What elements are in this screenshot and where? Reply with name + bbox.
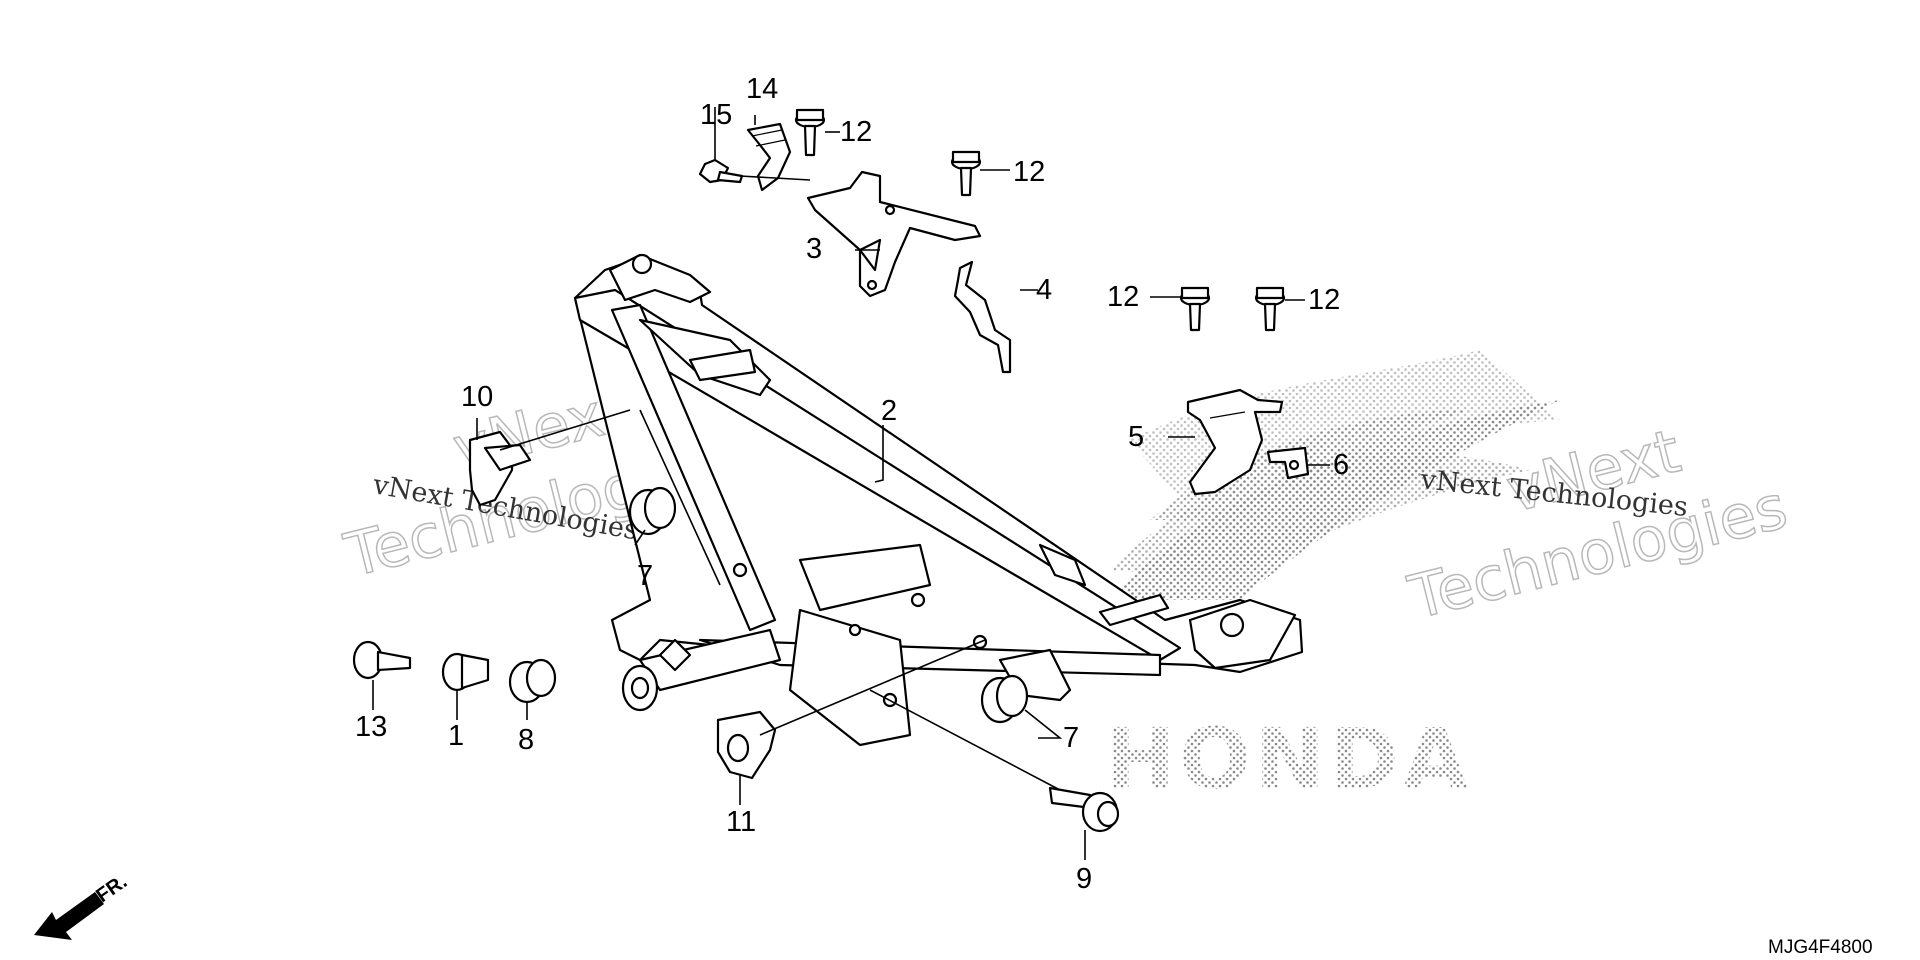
callout-12-mid-left: 12 xyxy=(1107,281,1139,313)
callout-2: 2 xyxy=(881,395,897,427)
grommet-part-7-lower xyxy=(980,674,1029,724)
bolt-part-12 xyxy=(794,108,826,157)
callout-1: 1 xyxy=(448,720,464,752)
callout-7-lower: 7 xyxy=(1063,722,1079,754)
callout-12-top-left: 12 xyxy=(840,116,872,148)
bolt-part-15 xyxy=(698,158,744,184)
diagram-part-code: MJG4F4800 xyxy=(1768,937,1873,958)
frame-assembly xyxy=(573,253,1304,747)
callout-9: 9 xyxy=(1076,863,1092,895)
callout-14: 14 xyxy=(746,73,778,105)
bolt-part-12 xyxy=(1179,286,1211,332)
stay-part-4 xyxy=(953,260,1012,374)
clamp-part-11 xyxy=(716,710,777,780)
callout-6: 6 xyxy=(1333,449,1349,481)
grommet-part-7-upper xyxy=(628,486,677,536)
callout-7-upper: 7 xyxy=(637,560,653,592)
honda-logo-text: HONDA xyxy=(1105,710,1472,808)
callout-12-mid-right: 12 xyxy=(1308,284,1340,316)
collar-part-1 xyxy=(441,652,490,692)
callout-4: 4 xyxy=(1036,274,1052,306)
bolt-part-13 xyxy=(352,640,412,680)
front-arrow-icon: FR. xyxy=(34,871,131,940)
callout-15: 15 xyxy=(700,99,732,131)
bracket-part-3 xyxy=(806,170,982,298)
grommet-part-8 xyxy=(508,658,557,704)
callout-10: 10 xyxy=(461,381,493,413)
callout-12-top-right: 12 xyxy=(1013,156,1045,188)
callout-13: 13 xyxy=(355,711,387,743)
clip-part-6 xyxy=(1266,446,1310,480)
bolt-part-12 xyxy=(950,150,982,197)
leader-lines xyxy=(372,107,1330,860)
callout-8: 8 xyxy=(518,724,534,756)
bolt-part-9 xyxy=(1048,786,1120,833)
bolt-part-12 xyxy=(1254,286,1286,332)
clamp-part-14 xyxy=(746,122,792,192)
bracket-part-5 xyxy=(1186,388,1284,496)
callout-5: 5 xyxy=(1128,421,1144,453)
callout-3: 3 xyxy=(806,233,822,265)
callout-11: 11 xyxy=(726,806,756,838)
